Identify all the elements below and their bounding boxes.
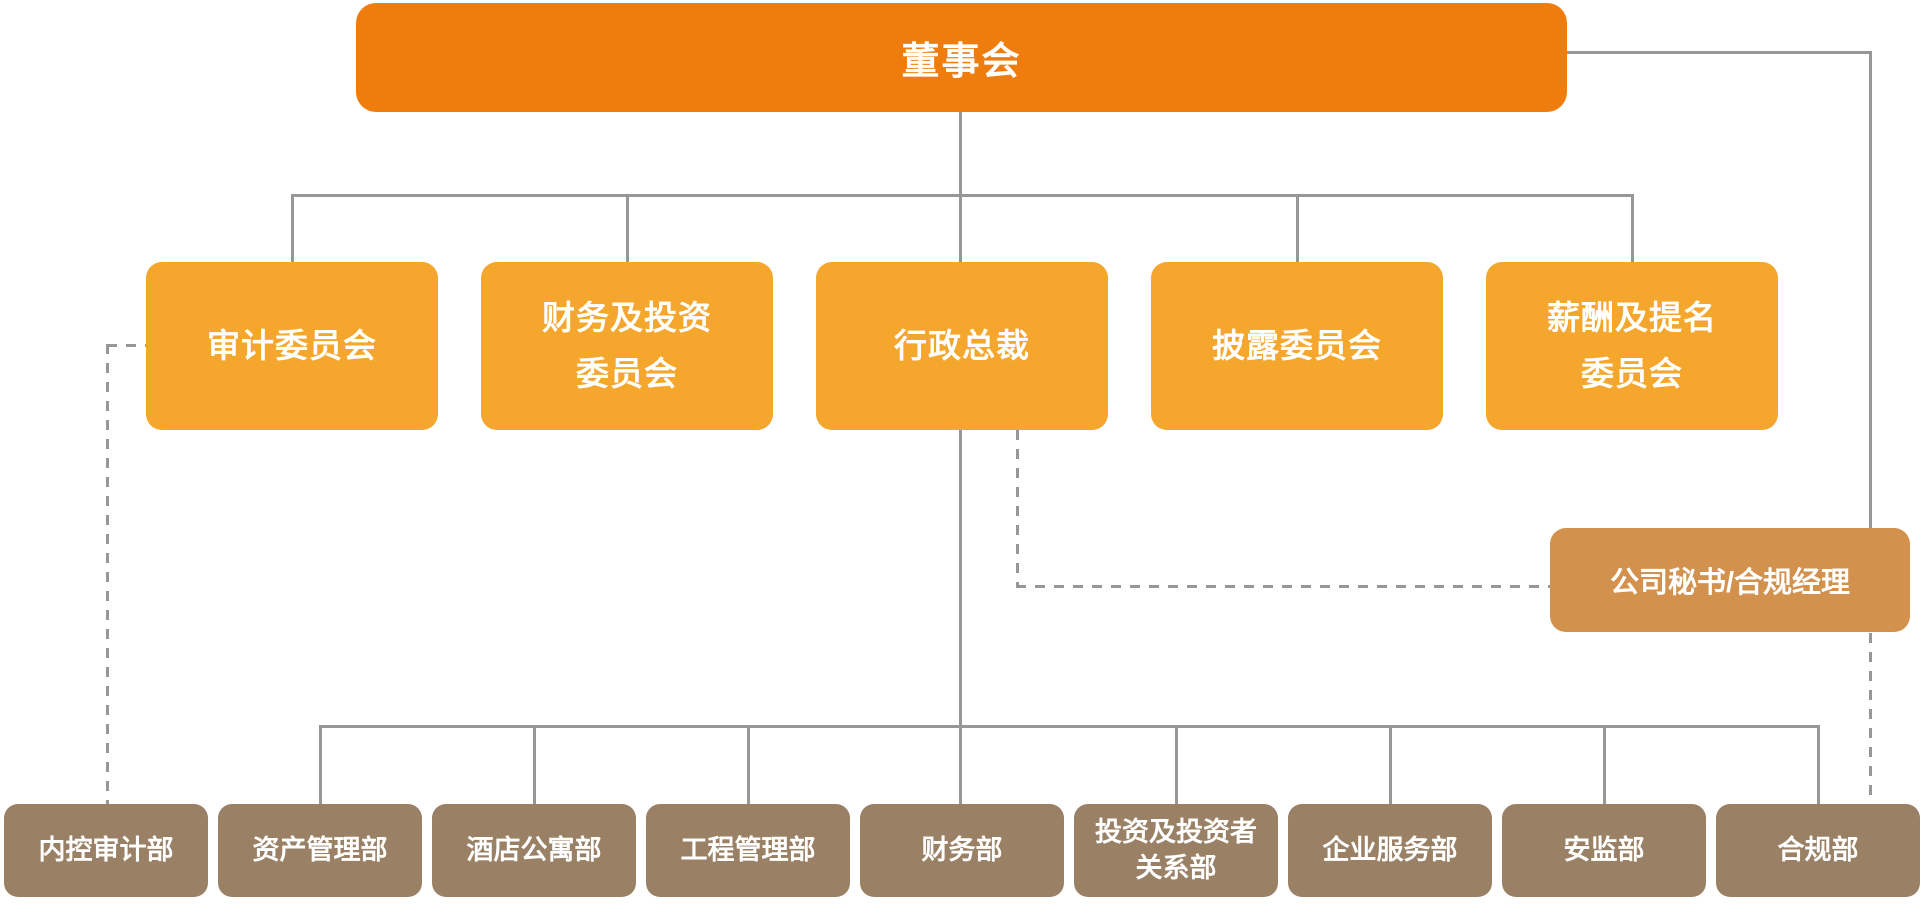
- connector-drop-audit-committee: [291, 194, 294, 262]
- connector-drop-asset-management: [319, 725, 322, 804]
- connector-drop-finance-committee: [626, 194, 629, 262]
- dashed-ceo-to-secretary-vertical: [1016, 430, 1019, 587]
- node-company-secretary-compliance-manager: 公司秘书/合规经理: [1550, 528, 1910, 632]
- node-dept-safety-supervision: 安监部: [1502, 804, 1706, 897]
- node-dept-compliance: 合规部: [1716, 804, 1920, 897]
- connector-drop-investment-ir: [1175, 725, 1178, 804]
- connector-right-vertical-to-secretary: [1869, 51, 1872, 528]
- dashed-secretary-to-compliance-vertical: [1869, 633, 1872, 804]
- node-dept-finance: 财务部: [860, 804, 1064, 897]
- node-ceo: 行政总裁: [816, 262, 1108, 430]
- node-dept-hotel-apartment: 酒店公寓部: [432, 804, 636, 897]
- node-dept-corporate-services: 企业服务部: [1288, 804, 1492, 897]
- connector-board-right-horizontal: [1567, 51, 1872, 54]
- dashed-audit-left-horizontal: [107, 344, 147, 347]
- node-finance-investment-committee: 财务及投资 委员会: [481, 262, 773, 430]
- connector-top-horizontal: [291, 194, 1633, 197]
- connector-bottom-horizontal: [320, 725, 1820, 728]
- connector-drop-hotel-apartment: [533, 725, 536, 804]
- dashed-ceo-to-secretary-horizontal: [1016, 585, 1550, 588]
- connector-drop-disclosure-committee: [1296, 194, 1299, 262]
- node-board-of-directors: 董事会: [356, 3, 1567, 112]
- node-dept-engineering-management: 工程管理部: [646, 804, 850, 897]
- node-remuneration-nomination-committee: 薪酬及提名 委员会: [1486, 262, 1778, 430]
- connector-ceo-down-vertical: [959, 430, 962, 804]
- node-dept-asset-management: 资产管理部: [218, 804, 422, 897]
- connector-drop-engineering: [747, 725, 750, 804]
- connector-drop-corporate-services: [1389, 725, 1392, 804]
- node-audit-committee: 审计委员会: [146, 262, 438, 430]
- node-dept-investment-investor-relations: 投资及投资者 关系部: [1074, 804, 1278, 897]
- dashed-audit-to-internal-audit-vertical: [106, 344, 109, 804]
- connector-drop-remuneration-committee: [1631, 194, 1634, 262]
- connector-drop-safety-supervision: [1603, 725, 1606, 804]
- node-dept-internal-audit: 内控审计部: [4, 804, 208, 897]
- connector-board-center-vertical: [959, 112, 962, 262]
- connector-drop-compliance: [1817, 725, 1820, 804]
- node-disclosure-committee: 披露委员会: [1151, 262, 1443, 430]
